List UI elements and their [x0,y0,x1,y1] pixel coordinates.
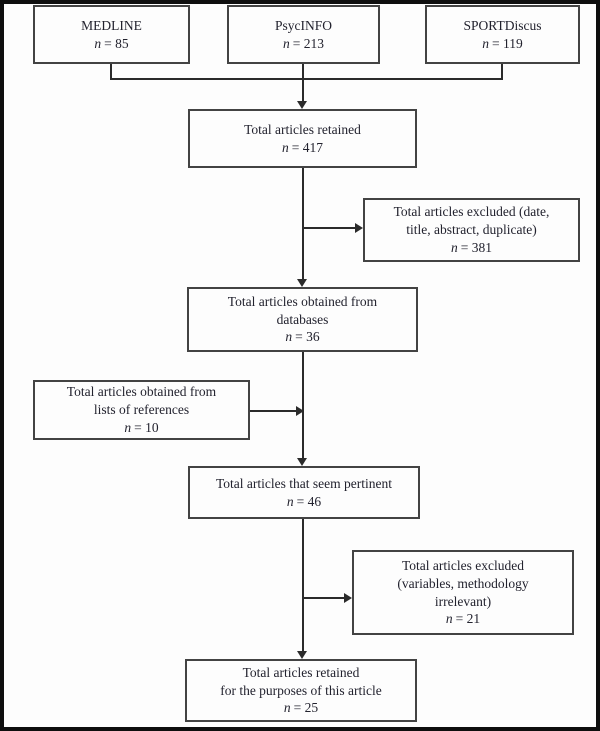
box-count: n= 119 [482,35,523,53]
box-count: n= 46 [287,493,321,511]
n-variable: n [124,419,132,435]
n-variable: n [94,35,102,51]
n-variable: n [282,139,289,155]
box-count: n= 10 [124,419,158,437]
box-count: n= 381 [451,239,492,257]
n-value: = 21 [455,611,481,627]
box-count: n= 417 [282,139,323,157]
box-seem-pertinent: Total articles that seem pertinent n= 46 [188,466,420,519]
box-label: Total articles retained [242,664,360,680]
box-excluded-initial: Total articles excluded (date, title, ab… [363,198,580,262]
box-count: n= 25 [284,699,318,717]
box-label: Total articles obtained from [227,293,378,309]
box-count: n= 213 [283,35,324,53]
connector-medline-stub [110,64,112,78]
connector-retained-to-databases [302,168,304,281]
n-value: = 381 [460,239,492,255]
box-sportdiscus: SPORTDiscus n= 119 [425,5,580,64]
box-label: Total articles excluded (date, [393,204,550,220]
box-total-retained: Total articles retained n= 417 [188,109,417,168]
n-variable: n [445,611,453,627]
box-label: title, abstract, duplicate) [406,222,537,238]
n-value: = 36 [295,329,320,345]
box-count: n= 36 [285,328,319,346]
box-label: Total articles that seem pertinent [216,475,392,491]
connector-merge-down [302,78,304,103]
n-value: = 25 [293,700,319,716]
n-value: = 119 [492,35,523,51]
connector-pertinent-to-final [302,519,304,653]
arrowhead-right [344,593,352,603]
arrowhead-right [296,406,304,416]
connector-branch-excluded-initial [302,227,355,229]
connector-branch-excluded-secondary [302,597,344,599]
n-variable: n [451,239,458,255]
box-label: MEDLINE [81,17,142,33]
connector-psycinfo-stub [302,64,304,78]
box-label: SPORTDiscus [463,17,542,33]
box-count: n= 21 [446,610,480,628]
connector-merge-horizontal [110,78,503,80]
n-value: = 417 [291,139,323,155]
n-variable: n [285,329,293,345]
box-label: Total articles retained [244,121,361,137]
box-from-references: Total articles obtained from lists of re… [33,380,250,440]
n-value: = 85 [104,35,129,51]
n-value: = 213 [292,35,324,51]
box-label: databases [276,311,329,327]
box-label: Total articles excluded [401,557,524,573]
n-value: = 46 [296,493,322,509]
box-excluded-secondary: Total articles excluded (variables, meth… [352,550,574,635]
box-label: (variables, methodology [397,575,529,591]
n-variable: n [283,35,290,51]
box-label: irrelevant) [434,593,492,609]
n-variable: n [283,700,291,716]
box-label: Total articles obtained from [66,384,217,400]
connector-references-branch [250,410,296,412]
arrowhead-down [297,458,307,466]
box-from-databases: Total articles obtained from databases n… [187,287,418,352]
box-final-retained: Total articles retained for the purposes… [185,659,417,722]
n-value: = 10 [134,419,159,435]
arrowhead-down [297,651,307,659]
arrowhead-down [297,279,307,287]
arrowhead-right [355,223,363,233]
n-variable: n [482,35,489,51]
box-medline: MEDLINE n= 85 [33,5,190,64]
box-psycinfo: PsycINFO n= 213 [227,5,380,64]
box-label: PsycINFO [274,17,332,33]
box-count: n= 85 [94,35,128,53]
box-label: lists of references [93,402,190,418]
connector-sportdiscus-stub [501,64,503,78]
arrowhead-down [297,101,307,109]
n-variable: n [286,493,294,509]
box-label: for the purposes of this article [220,682,382,698]
